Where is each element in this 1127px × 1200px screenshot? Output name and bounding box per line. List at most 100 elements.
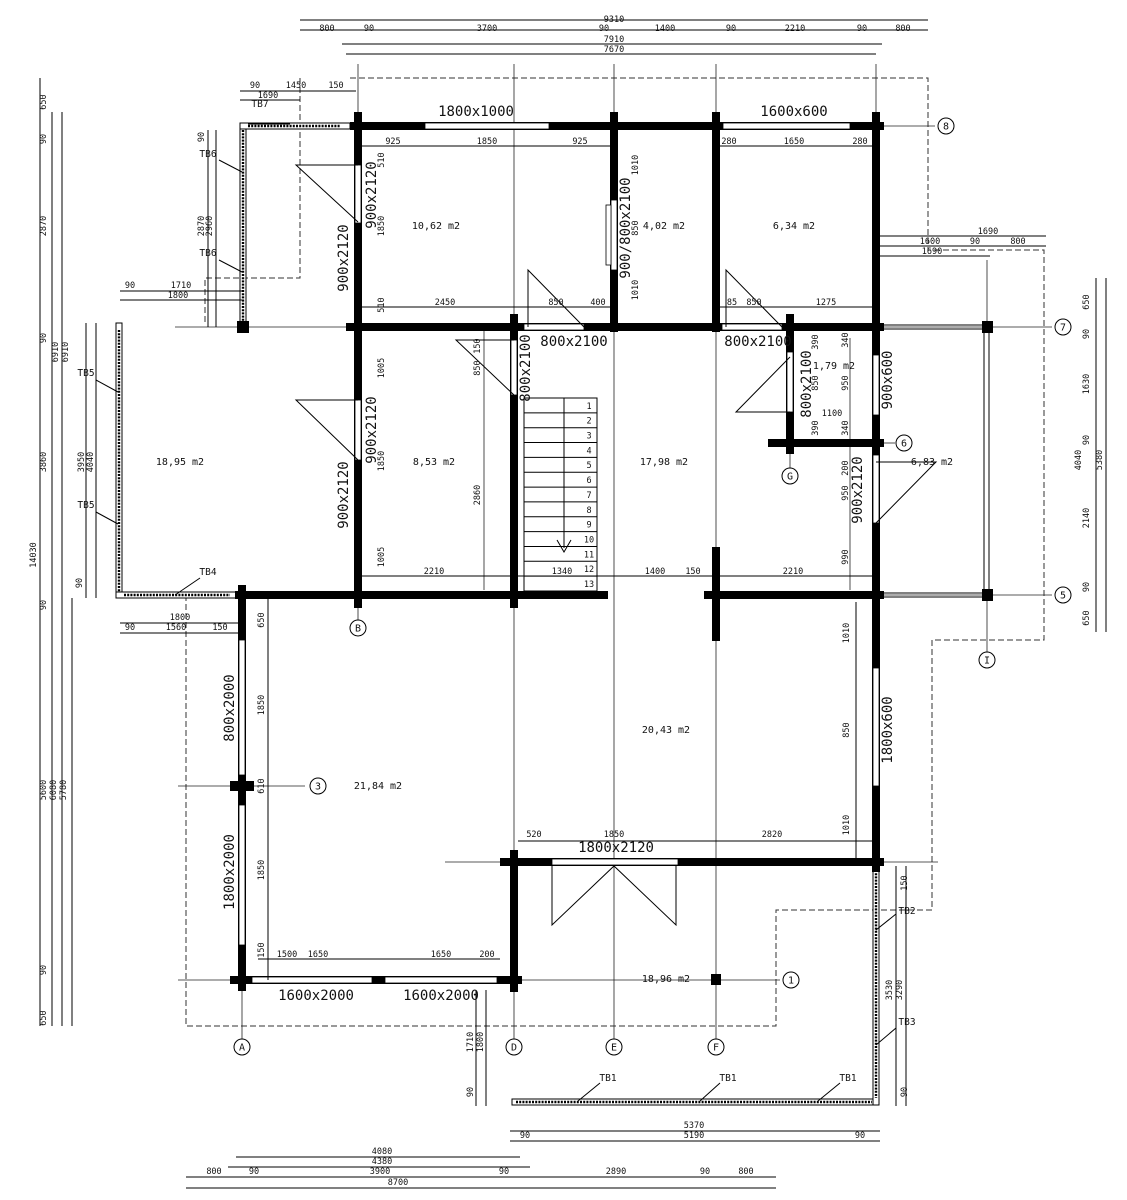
dimension-value: 2210 — [785, 24, 805, 34]
dimension-value: 7670 — [604, 45, 624, 55]
dimension-value: 520 — [526, 830, 541, 840]
grid-axis-marker: 6 — [895, 434, 913, 452]
dimension-value: 90 — [520, 1131, 530, 1141]
dimension-value: 3950 — [77, 452, 87, 472]
dimension-value: 1100 — [822, 409, 842, 419]
dimension-value: 650 — [39, 1010, 49, 1025]
dimension-value: 90 — [249, 1167, 259, 1177]
dimension-value: 1850 — [477, 137, 497, 147]
axis-circle-icon — [233, 1038, 251, 1056]
dimension-value: 800 — [206, 1167, 221, 1177]
terrace-wall-label: TB5 — [77, 500, 94, 511]
stair-step-number: 10 — [584, 535, 594, 545]
dimension-value: 6910 — [61, 342, 71, 362]
stair-step-number: 8 — [586, 506, 591, 516]
opening-size-label: 900x2120 — [364, 161, 380, 228]
terrace-wall-label: TB1 — [839, 1073, 856, 1084]
dimension-value: 390 — [811, 420, 821, 435]
grid-axis-marker: E — [605, 1038, 623, 1056]
leader-line — [875, 913, 897, 931]
dimension-value: 1800 — [476, 1032, 486, 1052]
dimension-value: 6080 — [49, 780, 59, 800]
dimension-value: 5600 — [39, 780, 49, 800]
room-area-label: 10,62 m2 — [412, 221, 460, 232]
dimension-value: 8700 — [388, 1178, 408, 1188]
axis-label: 5 — [1060, 591, 1066, 602]
axis-circle-icon — [1054, 586, 1072, 604]
leader-line — [875, 1027, 897, 1046]
dimension-value: 1340 — [552, 567, 572, 577]
grid-axis-marker: 1 — [782, 971, 800, 989]
dimension-value: 5190 — [684, 1131, 704, 1141]
dimension-value: 1690 — [258, 91, 278, 101]
room-area-label: 20,43 m2 — [642, 725, 690, 736]
room-area-label: 17,98 m2 — [640, 457, 688, 468]
opening-size-label: 1600x2000 — [403, 988, 479, 1004]
grid-axis-marker: 5 — [1054, 586, 1072, 604]
dimension-value: 1850 — [257, 695, 267, 715]
dimension-value: 90 — [364, 24, 374, 34]
terrace-wall-label: TB6 — [199, 248, 216, 259]
dimension-value: 1010 — [631, 155, 641, 175]
stair-step-number: 9 — [586, 521, 591, 531]
dimension-value: 150 — [685, 567, 700, 577]
opening-size-label: 900x600 — [880, 350, 896, 409]
dimension-value: 850 — [842, 722, 852, 737]
stair-step-number: 13 — [584, 580, 594, 590]
opening-size-label: 800x2000 — [222, 674, 238, 741]
dimension-value: 2450 — [435, 298, 455, 308]
dimension-value: 2960 — [205, 216, 215, 236]
stair-step-number: 7 — [586, 491, 591, 501]
dimension-value: 1800 — [168, 291, 188, 301]
dimension-value: 800 — [319, 24, 334, 34]
dimension-value: 90 — [466, 1087, 476, 1097]
axis-circle-icon — [605, 1038, 623, 1056]
room-area-label: 6,34 m2 — [773, 221, 815, 232]
axis-label: D — [511, 1043, 517, 1054]
dimension-value: 1850 — [604, 830, 624, 840]
dimension-value: 1850 — [257, 860, 267, 880]
dimension-value: 925 — [572, 137, 587, 147]
dimension-value: 90 — [499, 1167, 509, 1177]
stair-step-number: 12 — [584, 565, 594, 575]
dimension-value: 850 — [746, 298, 761, 308]
terrace-wall-label: TB4 — [199, 567, 216, 578]
dimension-value: 1275 — [816, 298, 836, 308]
dimension-value: 90 — [900, 1087, 910, 1097]
dimension-value: 2140 — [1082, 508, 1092, 528]
stair-step-number: 3 — [586, 432, 591, 442]
dimension-value: 280 — [721, 137, 736, 147]
dimension-value: 1650 — [308, 950, 328, 960]
dimension-value: 4080 — [372, 1147, 392, 1157]
dimension-value: 650 — [39, 94, 49, 109]
opening-size-label: 1600x600 — [760, 104, 827, 120]
axis-label: E — [611, 1043, 617, 1054]
leader-line — [218, 259, 243, 273]
dimension-value: 1600 — [920, 237, 940, 247]
stair-step-number: 6 — [586, 476, 591, 486]
dimension-value: 90 — [857, 24, 867, 34]
dimension-value: 150 — [900, 875, 910, 890]
axis-circle-icon — [895, 434, 913, 452]
stair-step-number: 11 — [584, 550, 594, 560]
dimension-value: 3700 — [477, 24, 497, 34]
dimension-value: 90 — [1082, 582, 1092, 592]
stair-step-number: 4 — [586, 446, 591, 456]
opening-size-label: 1800x2120 — [578, 840, 654, 856]
dimension-value: 90 — [700, 1167, 710, 1177]
dimension-value: 800 — [738, 1167, 753, 1177]
opening-size-label: 900x2120 — [336, 224, 352, 291]
axis-circle-icon — [505, 1038, 523, 1056]
dimension-value: 7910 — [604, 35, 624, 45]
terrace-wall-label: TB1 — [719, 1073, 736, 1084]
dimension-value: 6910 — [51, 342, 61, 362]
room-area-label: 4,02 m2 — [643, 221, 685, 232]
dimension-value: 1005 — [377, 358, 387, 378]
dimension-value: 150 — [257, 942, 267, 957]
dimension-value: 90 — [39, 333, 49, 343]
dimension-value: 280 — [852, 137, 867, 147]
leader-line — [95, 379, 119, 393]
